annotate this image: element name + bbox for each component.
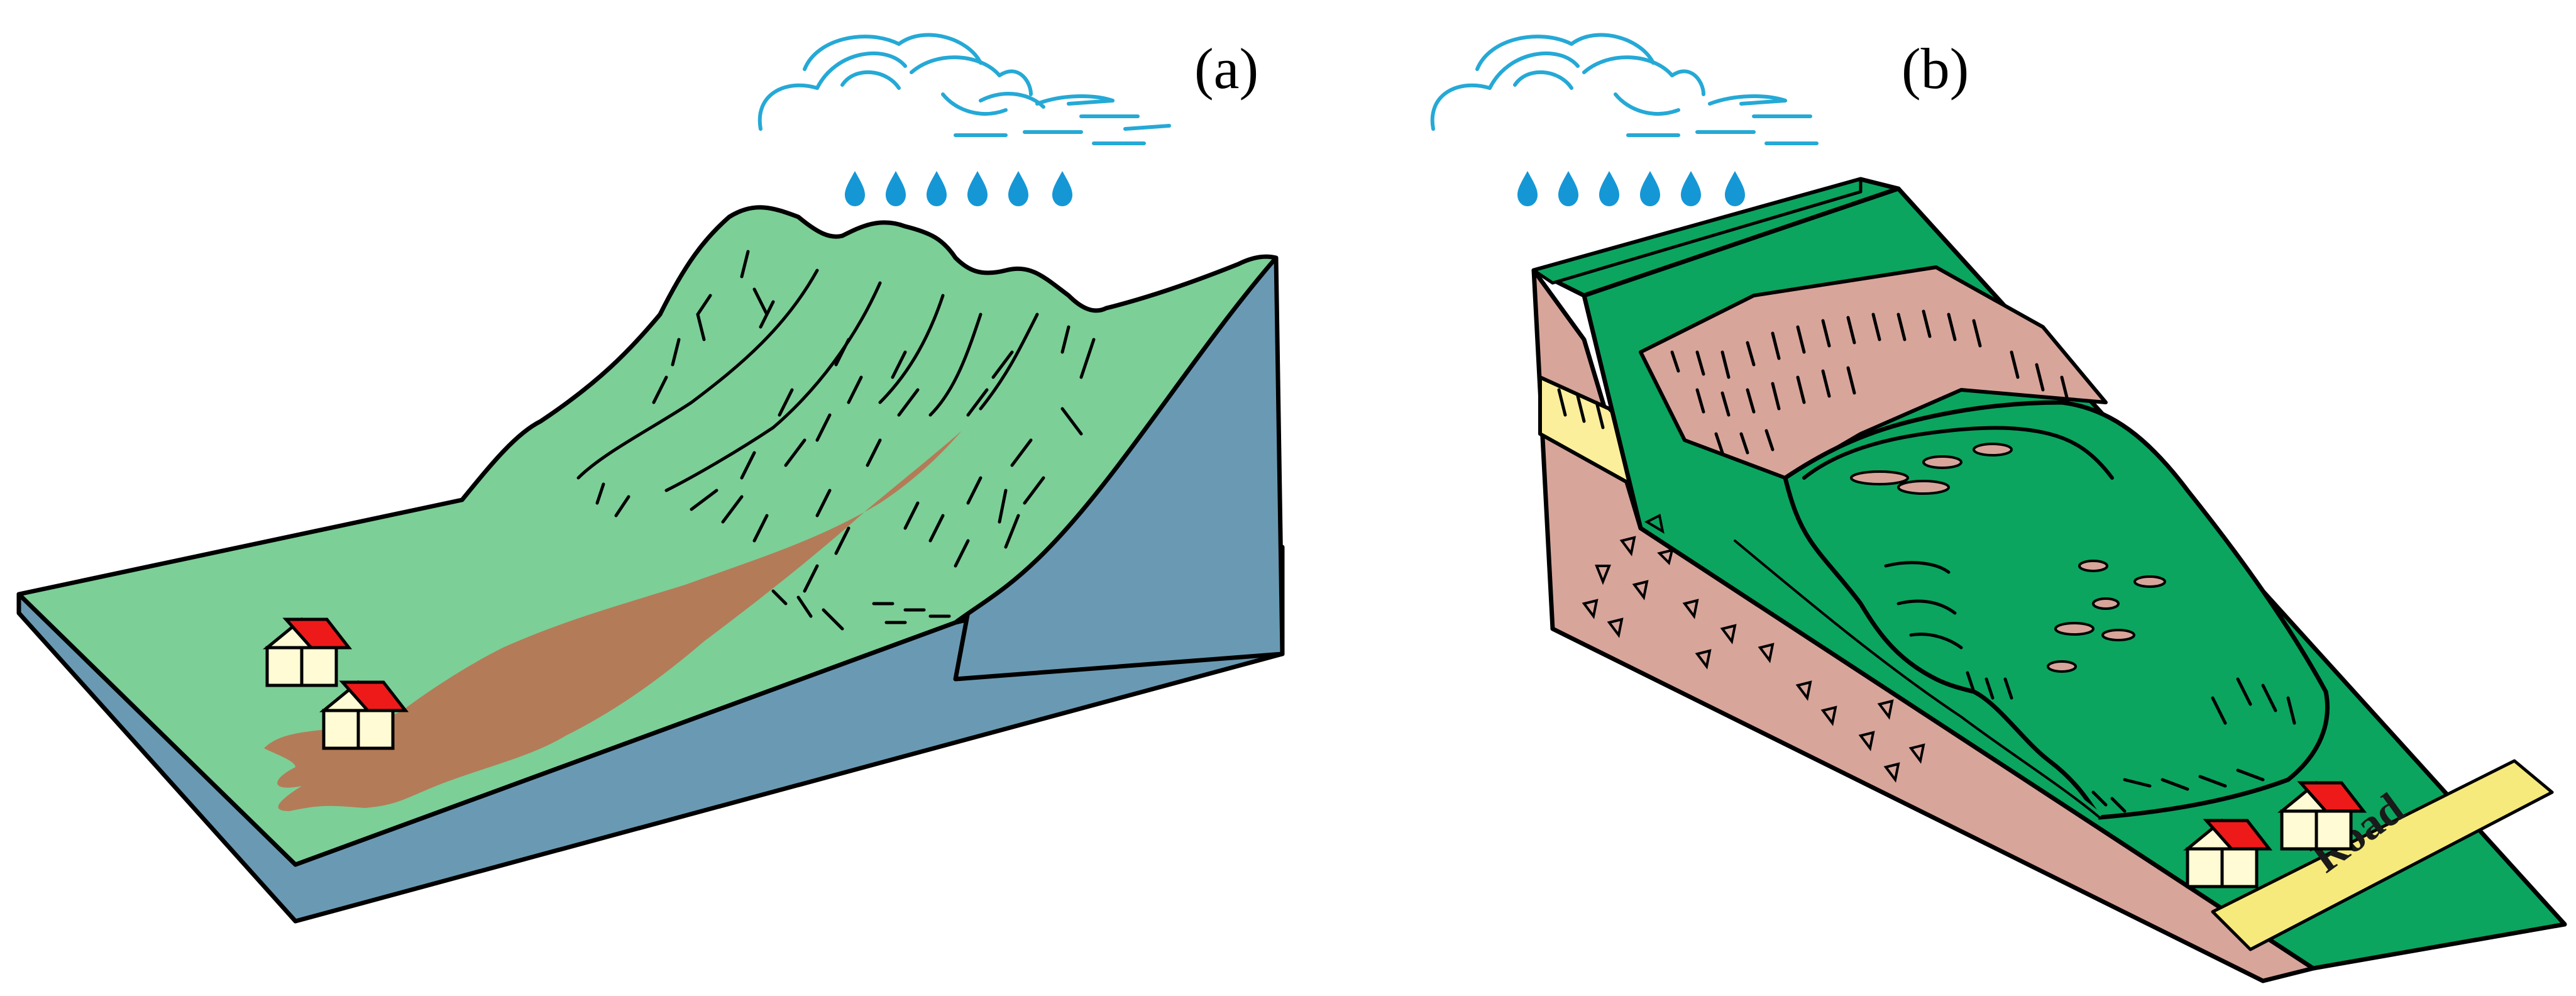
rock-fragments — [1582, 514, 1925, 783]
debris-flow — [264, 431, 962, 811]
raindrop-icon — [927, 171, 947, 206]
raindrop-icon — [1599, 171, 1619, 206]
raindrop-icon — [967, 171, 988, 206]
raindrop-icon — [1640, 171, 1660, 206]
raindrop-icon — [1558, 171, 1578, 206]
road — [2211, 759, 2554, 951]
landslide-fissures — [1884, 561, 2296, 813]
panel-a: (a) — [16, 33, 1285, 924]
raindrop-icon — [1008, 171, 1028, 206]
raindrop-icon — [1052, 171, 1072, 206]
panel-label-b: (b) — [1902, 36, 1969, 101]
slope-fissures — [576, 250, 1096, 631]
cloud-icon — [1430, 33, 1819, 145]
panel-b: Road (b) — [1430, 33, 2567, 983]
raindrop-icon — [845, 171, 865, 206]
raindrop-icon — [886, 171, 906, 206]
landslide-inner-edge — [1802, 426, 2114, 480]
raindrops — [845, 171, 1072, 206]
landslide-fragments — [1850, 443, 2166, 673]
raindrop-icon — [1725, 171, 1745, 206]
raindrop-icon — [1681, 171, 1701, 206]
raindrops — [1517, 171, 1745, 206]
block-top-edge — [1532, 177, 1863, 285]
cloud-icon — [757, 33, 1171, 145]
panel-label-a: (a) — [1194, 36, 1258, 101]
raindrop-icon — [1517, 171, 1538, 206]
landslide-scarp — [1639, 265, 2108, 480]
landslide-body — [1783, 400, 2330, 820]
terrain-top — [16, 205, 1279, 867]
scarp-hatching — [1670, 309, 2070, 455]
